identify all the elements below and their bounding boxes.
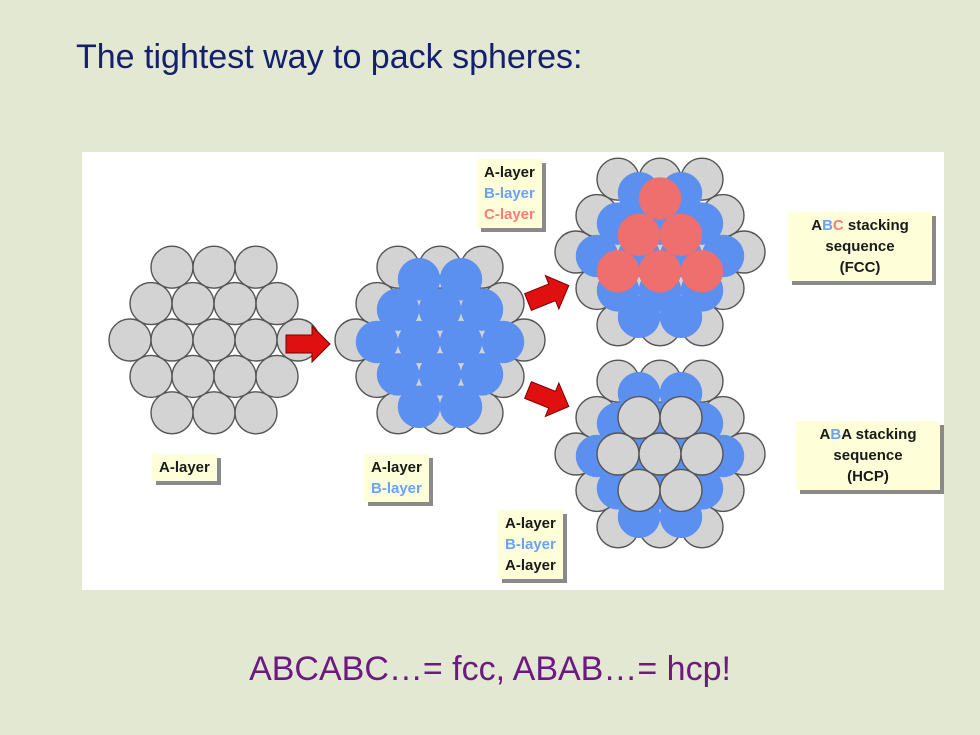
a-layer-sphere <box>617 395 661 440</box>
a-layer-sphere <box>255 281 299 326</box>
a-layer-sphere <box>596 432 640 476</box>
layer-a-text: A-layer <box>484 164 535 181</box>
a-layer-sphere <box>129 354 173 399</box>
layer-a-text: A-layer <box>505 515 556 532</box>
b-layer-sphere <box>439 257 483 301</box>
arrow-icon <box>285 324 331 364</box>
c-layer-sphere <box>596 250 640 293</box>
sphere-packing-diagram <box>108 157 766 549</box>
a-layer-sphere <box>171 281 215 326</box>
a-layer-sphere <box>659 468 703 513</box>
a-layer-sphere <box>108 318 152 362</box>
hcp-caption-line3: (HCP) <box>847 468 889 485</box>
c-layer-sphere <box>638 250 682 293</box>
hcp-caption-line1: ABA stacking <box>819 426 917 443</box>
layer-a-text: A-layer <box>159 459 210 476</box>
layer-b-text: B-layer <box>371 480 422 497</box>
fcc-caption-line3: (FCC) <box>839 259 881 276</box>
b-layer-sphere <box>397 385 441 429</box>
a-layer-sphere <box>234 245 278 289</box>
layer-b-text: B-layer <box>505 536 556 553</box>
label-abc-layers: A-layer B-layer C-layer <box>477 159 542 228</box>
b-layer-sphere <box>439 385 483 429</box>
a-layer-sphere <box>234 318 278 362</box>
a-layer-sphere <box>234 391 278 435</box>
label-a-layer: A-layer <box>152 454 217 481</box>
a-layer-sphere <box>192 318 236 362</box>
a-layer-sphere <box>150 245 194 289</box>
a-layer-sphere <box>213 354 257 399</box>
c-layer-sphere <box>680 250 724 293</box>
a-layer-sphere <box>150 391 194 435</box>
fcc-caption-line1: ABC stacking <box>811 217 909 234</box>
a-layer-sphere <box>192 391 236 435</box>
hcp-caption: ABA stacking sequence (HCP) <box>796 421 940 490</box>
hcp-caption-line2: sequence <box>833 447 903 464</box>
a-layer-sphere <box>659 395 703 440</box>
a-layer-sphere <box>192 245 236 289</box>
c-layer-sphere <box>638 177 682 220</box>
c-layer-sphere <box>617 213 661 257</box>
arrow-icon <box>523 274 570 311</box>
fcc-caption-line2: sequence <box>825 238 895 255</box>
label-ab-layers: A-layer B-layer <box>364 454 429 502</box>
a-layer-sphere <box>150 318 194 362</box>
layer-a-text: A-layer <box>371 459 422 476</box>
page-title: The tightest way to pack spheres: <box>76 38 583 76</box>
a-layer-sphere <box>680 432 724 476</box>
label-aba-layers: A-layer B-layer A-layer <box>498 510 563 579</box>
layer-b-text: B-layer <box>484 185 535 202</box>
b-layer-sphere <box>659 295 703 339</box>
b-layer-sphere <box>481 320 525 364</box>
arrow-icon <box>523 381 570 418</box>
a-layer-sphere <box>171 354 215 399</box>
c-layer-sphere <box>659 213 703 257</box>
fcc-caption: ABC stacking sequence (FCC) <box>788 212 932 281</box>
b-layer-sphere <box>460 353 504 396</box>
a-layer-sphere <box>617 468 661 513</box>
footer-text: ABCABC…= fcc, ABAB…= hcp! <box>249 650 731 688</box>
a-layer-sphere <box>255 354 299 399</box>
b-layer-sphere <box>460 288 504 331</box>
layer-a-text: A-layer <box>505 557 556 574</box>
layer-c-text: C-layer <box>484 206 535 223</box>
diagram-panel: A-layer A-layer B-layer A-layer B-layer … <box>82 152 944 590</box>
a-layer-sphere <box>213 281 257 326</box>
a-layer-sphere <box>638 432 682 476</box>
b-layer-sphere <box>617 295 661 339</box>
a-layer-sphere <box>129 281 173 326</box>
